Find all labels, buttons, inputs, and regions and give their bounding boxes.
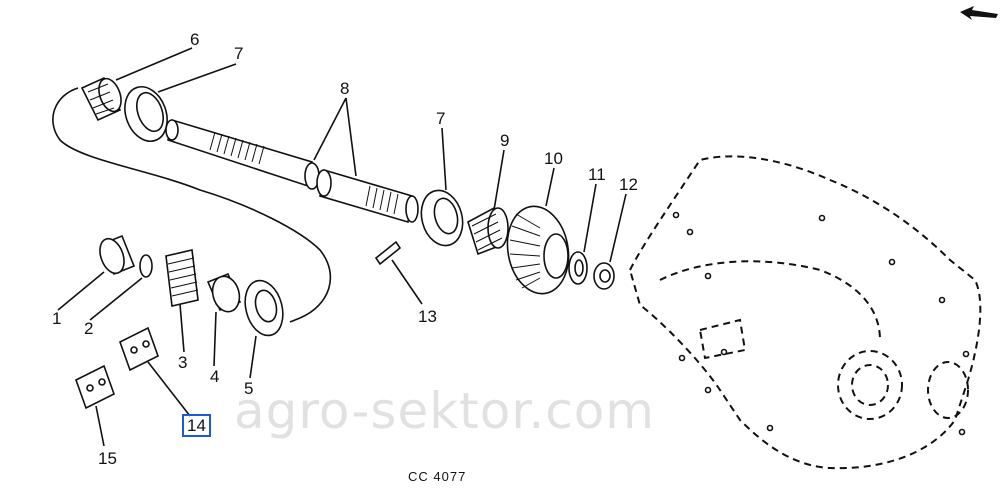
direction-arrow-icon bbox=[960, 6, 998, 20]
nut-12 bbox=[593, 262, 615, 290]
drawing-code: CC 4077 bbox=[408, 469, 467, 484]
callout-9[interactable]: 9 bbox=[500, 131, 510, 150]
callout-8[interactable]: 8 bbox=[340, 79, 350, 98]
sprocket-3 bbox=[165, 249, 199, 307]
chain-link-14 bbox=[119, 326, 159, 372]
callout-7[interactable]: 7 bbox=[234, 44, 244, 63]
shaft-8 bbox=[165, 118, 320, 190]
callout-14-selected[interactable]: 14 bbox=[182, 414, 211, 437]
watermark-text: agro-sektor.com bbox=[234, 382, 656, 440]
callout-3[interactable]: 3 bbox=[178, 353, 188, 372]
spacer-4 bbox=[206, 272, 242, 313]
bevel-gear-10 bbox=[506, 205, 570, 295]
key-13 bbox=[374, 240, 402, 266]
callout-4[interactable]: 4 bbox=[210, 367, 220, 386]
callout-2[interactable]: 2 bbox=[84, 319, 94, 338]
seal-5 bbox=[244, 279, 284, 337]
callout-7b[interactable]: 7 bbox=[436, 109, 446, 128]
snap-ring-2 bbox=[139, 254, 153, 278]
shaft-8b bbox=[316, 168, 419, 224]
group-bracket-line bbox=[52, 87, 332, 323]
callout-11[interactable]: 11 bbox=[588, 165, 606, 184]
callout-1[interactable]: 1 bbox=[52, 309, 62, 328]
bearing-cone-9 bbox=[467, 206, 509, 256]
callout-6[interactable]: 6 bbox=[190, 30, 200, 49]
callout-13[interactable]: 13 bbox=[418, 307, 437, 326]
callout-12[interactable]: 12 bbox=[619, 175, 638, 194]
washer-11 bbox=[568, 251, 588, 285]
bearing-cone-6 bbox=[80, 76, 122, 122]
bearing-cup-7b bbox=[420, 189, 464, 247]
leader-lines bbox=[57, 47, 627, 447]
chain-link-15 bbox=[75, 364, 115, 410]
callout-15[interactable]: 15 bbox=[98, 449, 117, 468]
bearing-cup-7 bbox=[124, 86, 168, 142]
gearbox-housing bbox=[628, 155, 982, 470]
callout-5[interactable]: 5 bbox=[244, 379, 254, 398]
bushing-1 bbox=[99, 234, 136, 276]
callout-10[interactable]: 10 bbox=[544, 149, 563, 168]
